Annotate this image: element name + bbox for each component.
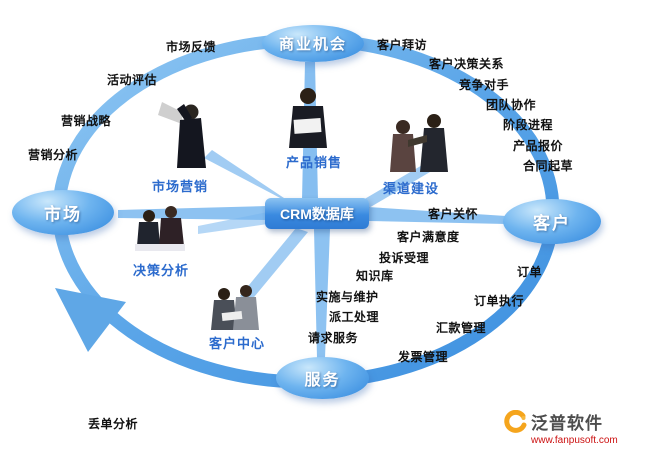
cluster-label-product-sales: 产品销售	[286, 155, 343, 170]
customer-center-people-photo	[211, 285, 259, 330]
label-order-execution: 订单执行	[474, 294, 525, 308]
label-invoice-management: 发票管理	[398, 350, 449, 364]
flow-arrowhead	[55, 288, 126, 352]
beam-to-customer	[368, 207, 506, 224]
label-complaint-acceptance: 投诉受理	[379, 251, 430, 265]
crm-beams	[118, 62, 506, 358]
brand-name: 泛普软件	[531, 414, 603, 433]
label-stage-progress: 阶段进程	[503, 118, 554, 132]
node-crm-database: CRM数据库	[265, 198, 369, 229]
node-market: 市场	[12, 190, 114, 235]
label-knowledge-base: 知识库	[356, 269, 394, 283]
label-market-feedback: 市场反馈	[166, 40, 217, 54]
fanpu-watermark: 泛普软件 www.fanpusoft.com	[503, 409, 643, 446]
label-contract-drafting: 合同起草	[523, 159, 574, 173]
label-implementation-maintenance: 实施与维护	[316, 290, 379, 304]
cluster-label-channel: 渠道建设	[383, 181, 440, 196]
label-team-collaboration: 团队协作	[486, 98, 537, 112]
beam-to-customer-center	[240, 228, 308, 302]
cluster-label-marketing: 市场营销	[152, 179, 209, 194]
node-business-opportunity: 商业机会	[262, 25, 364, 62]
label-customer-satisfaction: 客户满意度	[397, 230, 460, 244]
beam-to-channel	[356, 164, 430, 212]
cluster-label-customer-center: 客户中心	[209, 336, 266, 351]
label-competitors: 竞争对手	[459, 78, 510, 92]
label-remittance-management: 汇款管理	[436, 321, 487, 335]
label-customer-decision-relations: 客户决策关系	[429, 57, 505, 71]
beam-to-market	[118, 206, 268, 220]
label-customer-visit: 客户拜访	[377, 38, 428, 52]
fanpu-logo-icon	[504, 409, 527, 433]
beam-to-marketing	[204, 150, 296, 206]
marketing-person-photo	[158, 102, 206, 168]
node-service: 服务	[276, 357, 369, 399]
product-sales-person-photo	[289, 88, 327, 148]
beam-to-service	[314, 229, 330, 358]
channel-people-photo	[390, 114, 448, 172]
decision-people-photo	[135, 206, 185, 251]
label-dispatch-processing: 派工处理	[329, 310, 380, 324]
label-order: 订单	[517, 265, 543, 279]
node-customer: 客户	[503, 199, 601, 244]
label-marketing-strategy: 营销战略	[61, 114, 112, 128]
label-customer-care: 客户关怀	[428, 207, 479, 221]
label-product-quotation: 产品报价	[513, 139, 564, 153]
beam-to-decision	[198, 212, 268, 234]
label-activity-evaluation: 活动评估	[107, 73, 158, 87]
label-marketing-analysis: 营销分析	[28, 148, 79, 162]
cluster-label-decision: 决策分析	[133, 263, 190, 278]
label-service-request: 请求服务	[308, 331, 359, 345]
brand-url: www.fanpusoft.com	[531, 435, 618, 446]
label-lost-order-analysis: 丢单分析	[88, 417, 139, 431]
